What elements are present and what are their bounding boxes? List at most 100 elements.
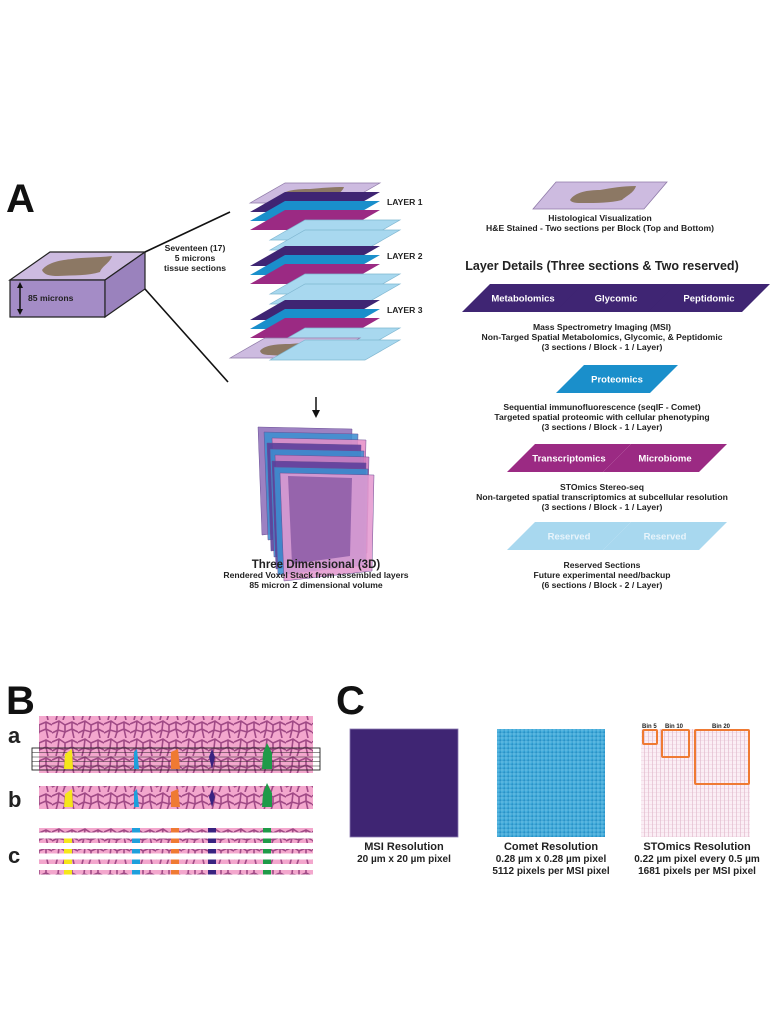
msi-resolution-line-1: 20 µm x 20 µm pixel [357, 854, 451, 865]
voxel-stack-3d [257, 426, 375, 582]
strip-marker [208, 859, 216, 864]
msi-tile-label-2: Peptidomic [683, 294, 734, 305]
stomics-tile-1 [603, 444, 727, 472]
cell-marker-3 [209, 789, 215, 807]
cell-marker-4 [262, 743, 272, 769]
strip-marker [132, 859, 140, 864]
cell-marker-2 [171, 749, 180, 769]
strip-marker [64, 849, 72, 854]
three-d-line-1: Rendered Voxel Stack from assembled laye… [223, 570, 408, 580]
cell-marker-4 [262, 783, 272, 807]
strip-marker [263, 870, 271, 875]
strip-marker [263, 859, 271, 864]
bin-10-box [661, 729, 690, 758]
strip-marker [208, 828, 216, 833]
stomics-resolution-line-1: 0.22 µm pixel every 0.5 µm [634, 854, 760, 865]
down-arrow-icon [312, 397, 320, 418]
strip-marker [171, 828, 179, 833]
strip-marker [64, 870, 72, 875]
panel-b-sublabel-a: a [8, 723, 21, 748]
bin-5-box [642, 729, 658, 745]
tissue-strips-c [39, 828, 313, 875]
section-sheet-lb [268, 339, 402, 361]
block-thickness-label: 85 microns [28, 293, 74, 303]
reserved-tile-label-0: Reserved [548, 532, 591, 543]
tissue-block [8, 250, 147, 319]
histology-title: Histological Visualization [548, 213, 651, 223]
histology-section-tile [532, 181, 668, 210]
sections-text-1: Seventeen (17) [165, 243, 226, 253]
cell-marker-1 [134, 789, 139, 807]
strip-marker [132, 849, 140, 854]
strip-marker [263, 838, 271, 843]
strip-marker [132, 828, 140, 833]
msi-pixel-square [349, 728, 459, 838]
bin-5-label: Bin 5 [642, 724, 657, 730]
reserved-caption-2: (6 sections / Block - 2 / Layer) [542, 580, 663, 590]
comet-resolution-line-2: 5112 pixels per MSI pixel [492, 866, 610, 877]
strip-marker [208, 838, 216, 843]
comet-resolution-line-1: 0.28 µm x 0.28 µm pixel [496, 854, 607, 865]
cell-marker-2 [171, 789, 180, 807]
cell-marker-1 [134, 749, 139, 769]
comet-pixel-grid [497, 729, 605, 837]
strip-marker [171, 870, 179, 875]
stomics-tile-label-1: Microbiome [638, 454, 691, 465]
layer-1-label: LAYER 1 [387, 197, 423, 207]
proteomics-caption-0: Sequential immunofluorescence (seqIF - C… [503, 402, 700, 412]
panel-b-label: B [6, 679, 35, 723]
connector-line-bottom [144, 288, 229, 383]
cell-marker-0 [64, 749, 73, 769]
layer-detail-tiles: Metabolomics Glycomic PeptidomicProteomics… [462, 284, 770, 550]
sections-text-2: 5 microns [175, 253, 216, 263]
reserved-tile-0 [507, 522, 631, 550]
proteomics-caption-2: (3 sections / Block - 1 / Layer) [542, 422, 663, 432]
connector-line-top [144, 211, 231, 253]
section-stack [228, 182, 402, 361]
cell-markers-b [64, 783, 272, 807]
msi-tile-label-1: Glycomic [595, 294, 638, 305]
three-d-title: Three Dimensional (3D) [252, 559, 381, 571]
msi-tile-label-0: Metabolomics [491, 294, 554, 305]
panel-c-label: C [336, 679, 365, 723]
strip-marker [132, 838, 140, 843]
reserved-tile-1 [603, 522, 727, 550]
proteomics-tile-0 [556, 365, 678, 393]
panel-b-sublabel-b: b [8, 787, 21, 812]
stomics-caption-0: STOmics Stereo-seq [560, 482, 644, 492]
proteomics-tile-label-0: Proteomics [591, 375, 643, 386]
reserved-caption-0: Reserved Sections [564, 560, 641, 570]
tissue-sample-shape [42, 256, 112, 276]
strip-marker [171, 859, 179, 864]
msi-caption-2: (3 sections / Block - 1 / Layer) [542, 342, 663, 352]
panel-b-sublabel-c: c [8, 843, 20, 868]
stomics-resolution-line-2: 1681 pixels per MSI pixel [638, 866, 756, 877]
stomics-tile-label-0: Transcriptomics [532, 454, 605, 465]
strip-marker [132, 870, 140, 875]
sections-text-3: tissue sections [164, 263, 226, 273]
comet-resolution-title: Comet Resolution [504, 841, 598, 853]
layer-details-title: Layer Details (Three sections & Two rese… [465, 259, 738, 273]
bin-10-label: Bin 10 [665, 724, 684, 730]
panel-a-label: A [6, 177, 35, 221]
msi-resolution-title: MSI Resolution [364, 841, 444, 853]
msi-tile-1 [555, 284, 677, 312]
msi-caption-1: Non-Targed Spatial Metabolomics, Glycomi… [482, 332, 723, 342]
reserved-tile-label-1: Reserved [644, 532, 687, 543]
bin-20-box [694, 729, 750, 785]
cell-markers-a [64, 743, 272, 769]
strip-marker [171, 849, 179, 854]
reserved-caption-1: Future experimental need/backup [533, 570, 670, 580]
stomics-tile-0 [507, 444, 631, 472]
stomics-resolution-title: STOmics Resolution [643, 841, 751, 853]
cell-marker-3 [209, 749, 215, 769]
msi-tile-0 [462, 284, 584, 312]
layer-2-label: LAYER 2 [387, 251, 423, 261]
strip-marker [64, 859, 72, 864]
layer-3-label: LAYER 3 [387, 305, 423, 315]
msi-caption-0: Mass Spectrometry Imaging (MSI) [533, 322, 671, 332]
proteomics-caption-1: Targeted spatial proteomic with cellular… [494, 412, 709, 422]
msi-tile-2 [648, 284, 770, 312]
bin-20-label: Bin 20 [712, 724, 731, 730]
